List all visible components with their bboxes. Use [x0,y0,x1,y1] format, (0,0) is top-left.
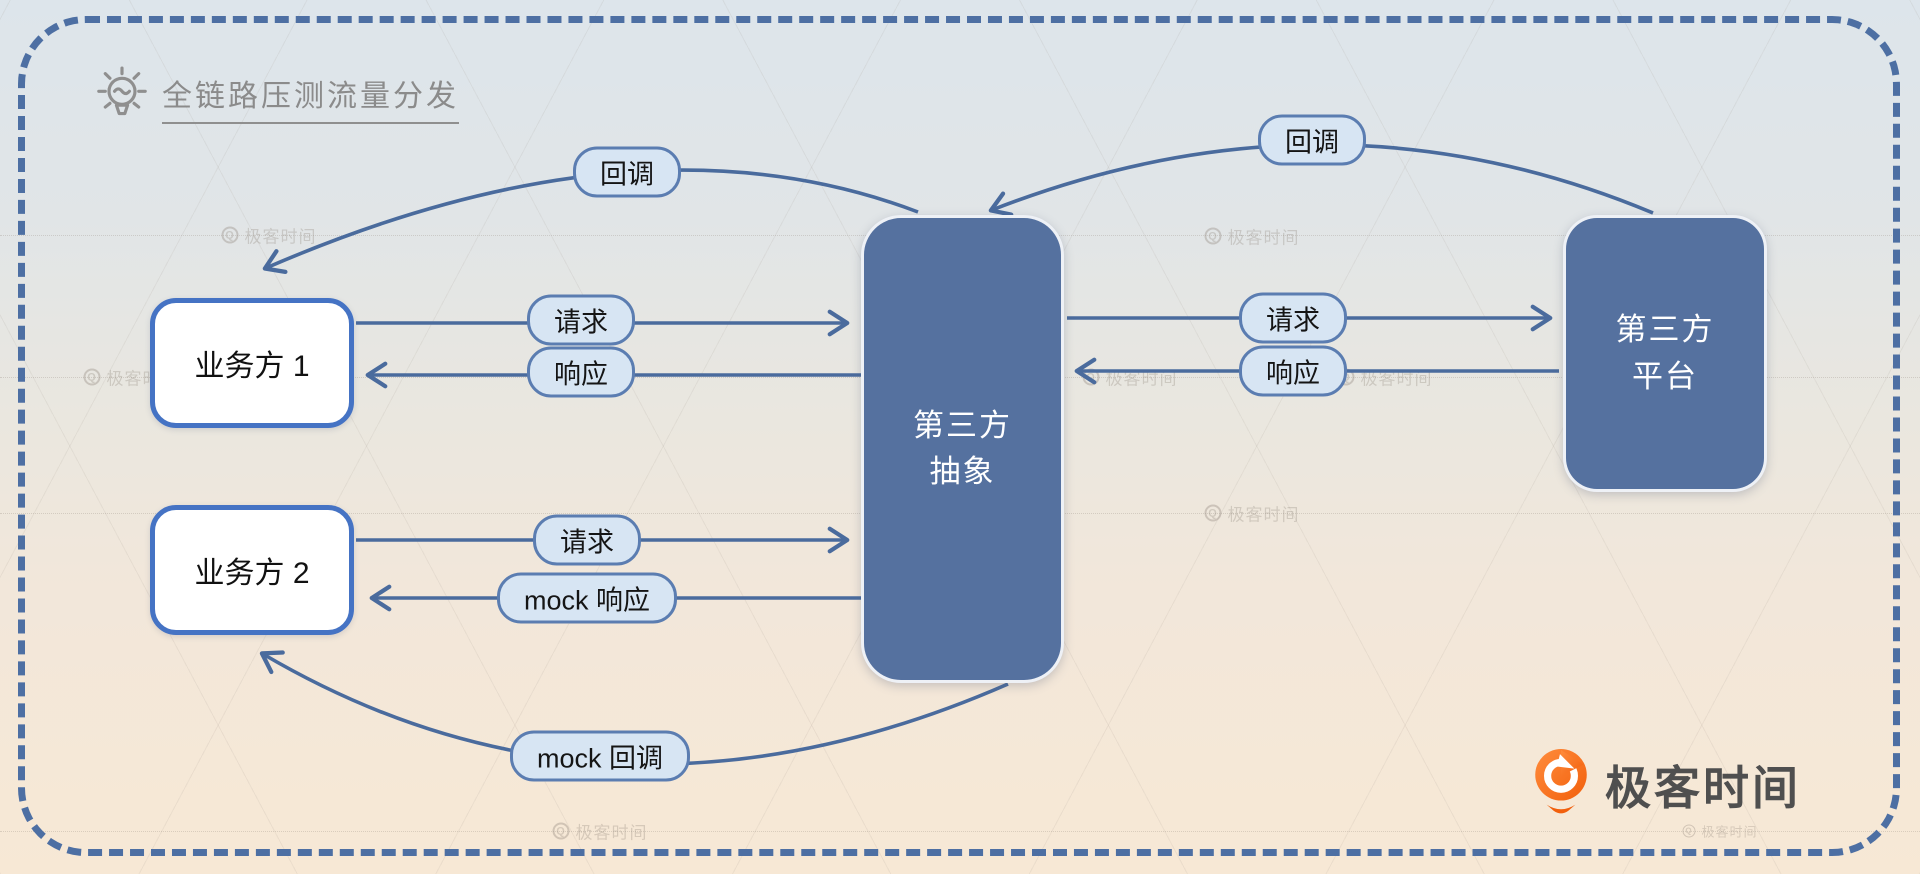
edge-label-business2-mock-callback: mock 回调 [509,730,691,782]
edge-label-business2-request: 请求 [533,514,641,566]
edge-label-business1-response: 响应 [527,346,635,398]
watermark-text: 极客时间 [1701,824,1758,840]
watermark-logo-glyph: Q [1682,824,1696,838]
watermark-logo-glyph: Q [552,822,570,840]
watermark-logo-glyph: Q [1204,227,1222,245]
edge-label-platform-response: 响应 [1239,345,1347,397]
node-thirdparty-abstraction: 第三方 抽象 [861,215,1064,683]
node-thirdparty-platform: 第三方 平台 [1563,215,1767,492]
watermark: Q 极客时间 [1682,822,1757,841]
edge-label-business1-request: 请求 [527,294,635,346]
node-business-1-label: 业务方 1 [194,350,310,383]
watermark: Q 极客时间 [1204,501,1300,526]
watermark: Q 极客时间 [552,819,648,844]
watermark-text: 极客时间 [575,823,648,843]
edge-label-platform-callback: 回调 [1258,114,1366,166]
watermark-text: 极客时间 [1227,505,1300,525]
watermark: Q 极客时间 [221,223,317,248]
node-business-1: 业务方 1 [150,298,354,428]
geektime-logo-icon [1533,748,1589,821]
watermark-logo-glyph: Q [1204,504,1222,522]
node-business-2: 业务方 2 [150,505,354,635]
node-thirdparty-platform-label: 第三方 平台 [1615,312,1715,394]
watermark-logo-glyph: Q [83,368,101,386]
watermark-logo-glyph: Q [221,226,239,244]
diagram-dashed-border [18,16,1900,856]
watermark-guide-line [0,831,1920,832]
geektime-logo: 极客时间 [1533,748,1801,821]
node-business-2-label: 业务方 2 [194,557,310,590]
page-title: 全链路压测流量分发 [162,71,459,124]
edge-label-business2-mock-response: mock 响应 [496,572,678,624]
watermark-text: 极客时间 [1360,369,1433,389]
edge-label-business1-callback: 回调 [573,146,681,198]
lightbulb-icon [96,66,148,129]
geektime-logo-text: 极客时间 [1605,761,1801,814]
watermark-text: 极客时间 [1227,228,1300,248]
node-thirdparty-abstraction-label: 第三方 抽象 [913,407,1012,490]
diagram-title-row: 全链路压测流量分发 [96,66,459,129]
watermark-text: 极客时间 [244,227,317,247]
watermark-text: 极客时间 [1105,369,1178,389]
watermark: Q 极客时间 [1204,224,1300,249]
edge-label-platform-request: 请求 [1239,292,1347,344]
